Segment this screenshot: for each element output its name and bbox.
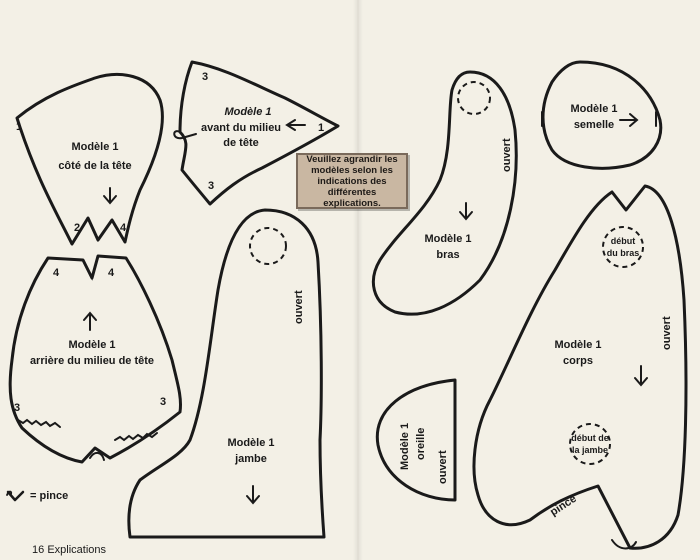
front-head-outline: [178, 60, 340, 206]
body-subtitle: corps: [563, 355, 593, 367]
front-head-point-3a: 3: [202, 71, 208, 83]
side-head-dart: [87, 217, 113, 243]
body-dart-label: pince: [548, 493, 579, 519]
leg-outline: [127, 208, 326, 539]
page-footer: 16 Explications: [32, 544, 106, 556]
body-arm-start-label-2: du bras: [607, 248, 640, 258]
back-head-point-3a: 3: [14, 402, 20, 414]
front-head-dart: [173, 130, 197, 140]
leg-opening-label: ouvert: [293, 290, 305, 324]
back-head-zigzag-left: [17, 418, 61, 428]
piece-side-head: 1 2 4 Modèle 1 côté de la tête: [15, 73, 164, 246]
back-head-title: Modèle 1: [68, 339, 115, 351]
ear-opening-label: ouvert: [437, 450, 449, 484]
front-head-point-3b: 3: [208, 180, 214, 192]
side-head-subtitle: côté de la tête: [58, 160, 131, 172]
body-leg-start-label-1: début de: [571, 433, 609, 443]
arm-arrow: [459, 202, 473, 221]
front-head-point-1: 1: [318, 122, 324, 134]
sole-title: Modèle 1: [570, 103, 617, 115]
sole-outline: [541, 60, 663, 170]
enlarge-notice-text: Veuillez agrandir les modèles selon les …: [306, 153, 398, 209]
body-title: Modèle 1: [554, 339, 601, 351]
sole-arrow: [619, 113, 639, 127]
body-outline: [472, 184, 688, 550]
front-head-title: Modèle 1: [224, 106, 271, 118]
back-head-point-4b: 4: [108, 267, 115, 279]
piece-body: Modèle 1 corps début du bras début de la…: [472, 184, 688, 550]
section-name: Explications: [47, 544, 107, 556]
back-head-bottom-dart: [89, 452, 105, 461]
arm-shoulder-circle: [457, 81, 491, 115]
back-head-dart: [82, 255, 99, 281]
back-head-point-3b: 3: [160, 396, 166, 408]
arm-subtitle: bras: [436, 249, 459, 261]
front-head-subtitle-2: de tête: [223, 137, 258, 149]
front-head-subtitle-1: avant du milieu: [201, 122, 281, 134]
ear-title: Modèle 1: [399, 423, 411, 470]
page-number: 16: [32, 544, 45, 556]
leg-arrow: [246, 485, 260, 505]
body-leg-start-circle: [569, 423, 611, 465]
piece-sole: Modèle 1 semelle: [541, 60, 663, 170]
piece-back-head: 4 4 3 3 Modèle 1 arrière du milieu de tê…: [8, 254, 182, 464]
leg-title: Modèle 1: [227, 437, 274, 449]
arm-opening-label: ouvert: [501, 138, 513, 172]
back-head-point-4a: 4: [53, 267, 60, 279]
front-head-arrow: [285, 119, 306, 131]
ear-subtitle: oreille: [415, 428, 427, 460]
body-arrow: [634, 365, 648, 387]
body-arm-start-circle: [602, 226, 644, 268]
body-arm-start-label-1: début: [611, 236, 636, 246]
piece-ear: Modèle 1 oreille ouvert: [375, 378, 457, 502]
body-neck-dart: [611, 185, 646, 212]
dart-symbol-icon: [6, 490, 25, 502]
side-head-arrow: [103, 187, 117, 205]
piece-front-head: 3 1 3 Modèle 1 avant du milieu de tête: [173, 60, 340, 206]
side-head-point-2: 2: [74, 222, 80, 234]
body-leg-start-label-2: la jambe: [572, 445, 608, 455]
back-head-subtitle: arrière du milieu de tête: [30, 355, 154, 367]
side-head-outline: [15, 73, 164, 246]
piece-leg: Modèle 1 jambe ouvert: [127, 208, 326, 539]
body-opening-label: ouvert: [661, 316, 673, 350]
back-head-arrow: [83, 311, 97, 331]
dart-legend-label: = pince: [30, 490, 69, 502]
side-head-point-1: 1: [16, 121, 22, 133]
side-head-point-4: 4: [120, 222, 127, 234]
dart-legend: = pince: [6, 489, 68, 503]
page-fold: [353, 0, 363, 560]
enlarge-notice: Veuillez agrandir les modèles selon les …: [296, 153, 408, 209]
ear-outline: [375, 378, 457, 502]
piece-arm: Modèle 1 bras ouvert: [371, 70, 518, 316]
leg-hip-circle: [249, 227, 287, 265]
arm-outline: [371, 70, 518, 316]
back-head-zigzag-right: [114, 432, 158, 442]
arm-title: Modèle 1: [424, 233, 471, 245]
back-head-outline: [8, 254, 182, 464]
body-bottom-dart: [611, 539, 637, 550]
sole-subtitle: semelle: [574, 119, 614, 131]
leg-subtitle: jambe: [234, 453, 267, 465]
side-head-title: Modèle 1: [71, 141, 118, 153]
